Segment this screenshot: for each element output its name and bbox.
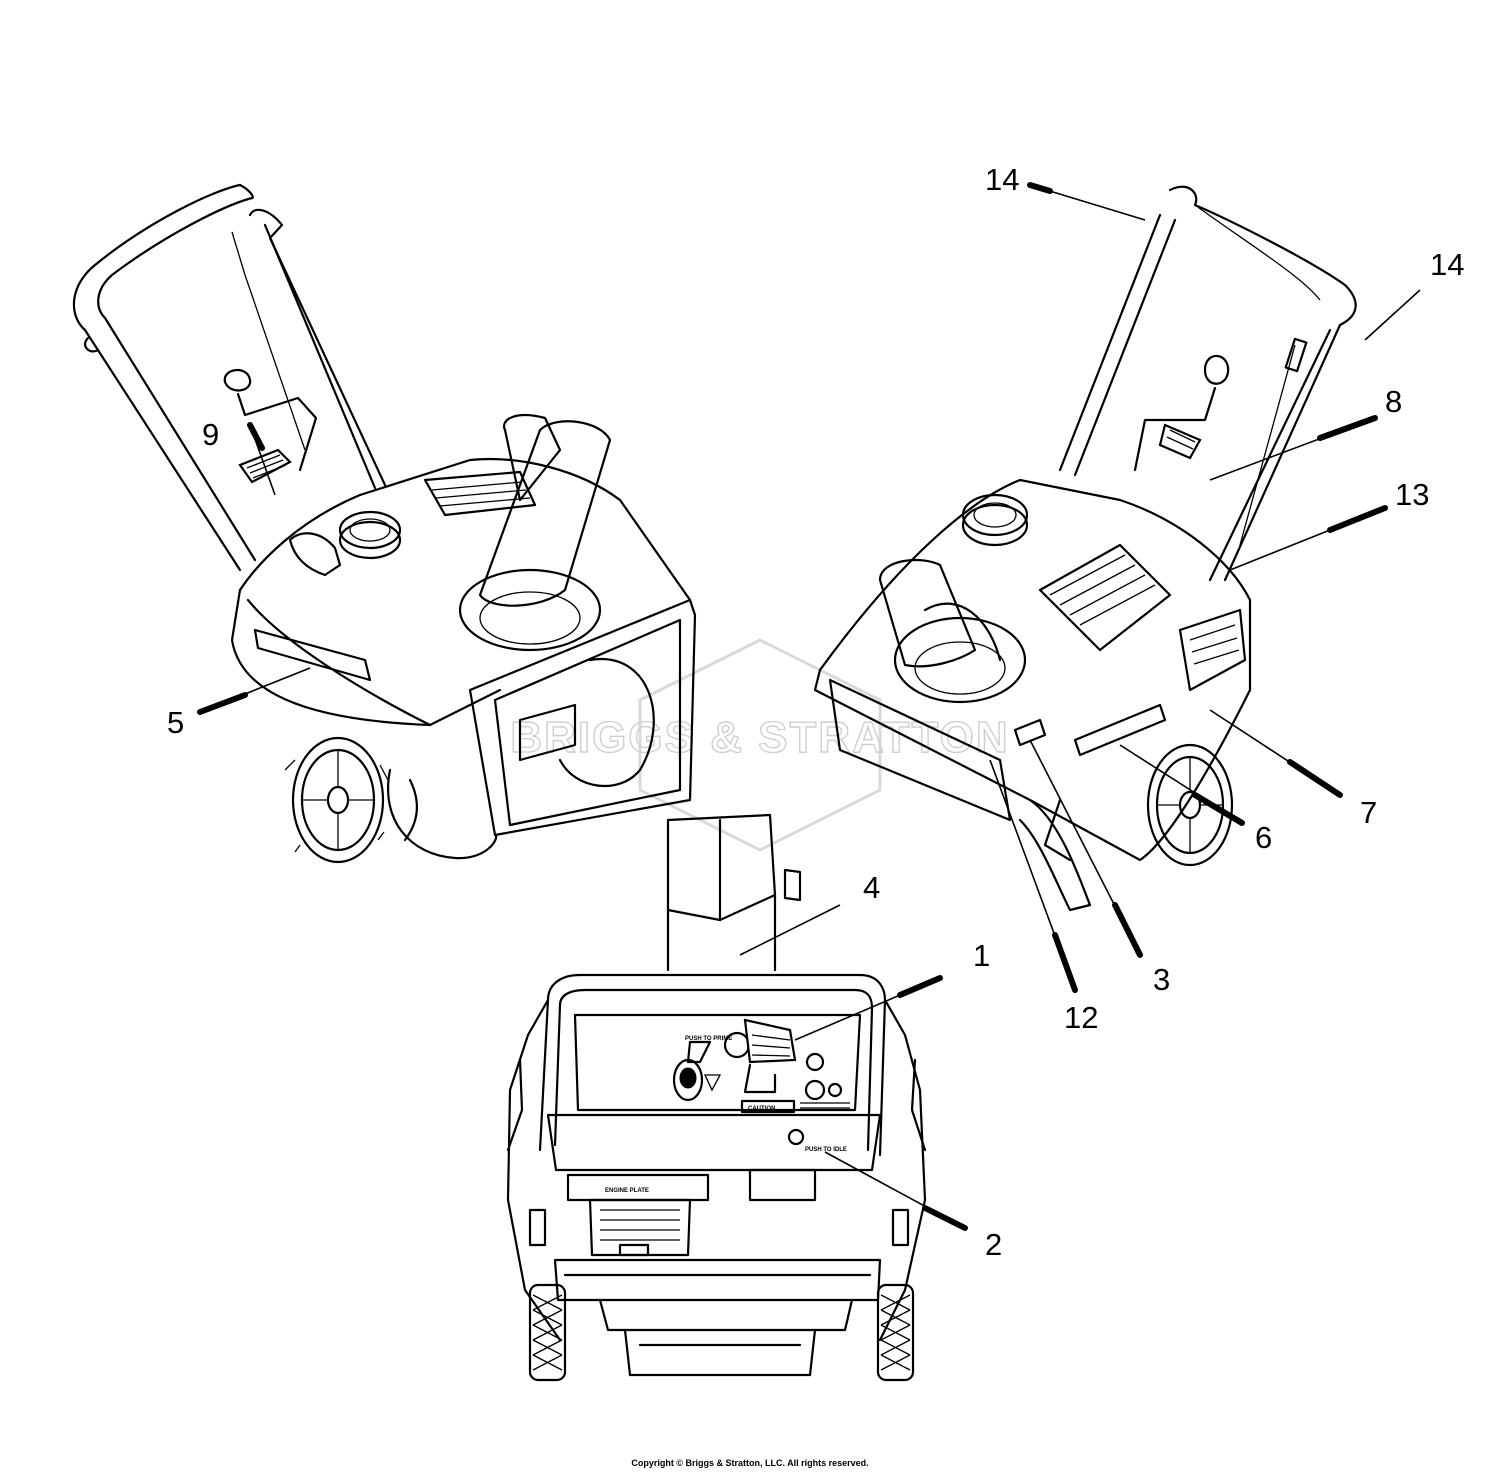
leader-lines [197, 182, 1421, 1231]
engine-decal: ENGINE PLATE [605, 1188, 649, 1194]
leader-14b [1364, 289, 1421, 341]
snowthrower-right-view [813, 185, 1357, 912]
callout-1: 1 [973, 938, 990, 973]
caution-decal: CAUTION [748, 1106, 775, 1112]
callout-3: 3 [1153, 962, 1170, 997]
leader-8-stub [1317, 415, 1378, 441]
prime-decal: PUSH TO PRIME [685, 1036, 732, 1042]
leader-5 [199, 667, 311, 713]
leader-4 [739, 904, 841, 956]
callout-14a: 14 [985, 162, 1019, 197]
callout-labels: 14 14 8 13 7 6 3 12 9 5 4 1 2 [167, 162, 1464, 1262]
leader-7 [1209, 709, 1341, 796]
snowthrower-left-view [72, 183, 697, 864]
callout-13: 13 [1395, 477, 1429, 512]
callout-5: 5 [167, 705, 184, 740]
leader-9 [249, 424, 276, 496]
brand-watermark: BRIGGS & STRATTON [510, 638, 1009, 852]
leader-6 [1119, 744, 1243, 824]
callout-7: 7 [1360, 795, 1377, 830]
watermark-text: BRIGGS & STRATTON [510, 713, 1009, 762]
callout-2: 2 [985, 1227, 1002, 1262]
snowthrower-rear-view: PUSH TO PRIME CAUTION PUSH TO IDLE ENGIN… [506, 813, 927, 1382]
callout-12: 12 [1064, 1000, 1098, 1035]
callout-8: 8 [1385, 384, 1402, 419]
leader-1 [794, 977, 941, 1041]
leader-14a-stub [1027, 182, 1053, 194]
callout-14b: 14 [1430, 247, 1464, 282]
idle-decal: PUSH TO IDLE [805, 1147, 847, 1153]
leader-3 [1029, 739, 1141, 956]
copyright-notice: Copyright © Briggs & Stratton, LLC. All … [631, 1458, 869, 1468]
callout-6: 6 [1255, 820, 1272, 855]
leader-2 [824, 1151, 966, 1229]
leader-13-stub [1327, 505, 1388, 533]
leader-12 [989, 759, 1076, 991]
callout-4: 4 [863, 870, 880, 905]
callout-9: 9 [202, 417, 219, 452]
